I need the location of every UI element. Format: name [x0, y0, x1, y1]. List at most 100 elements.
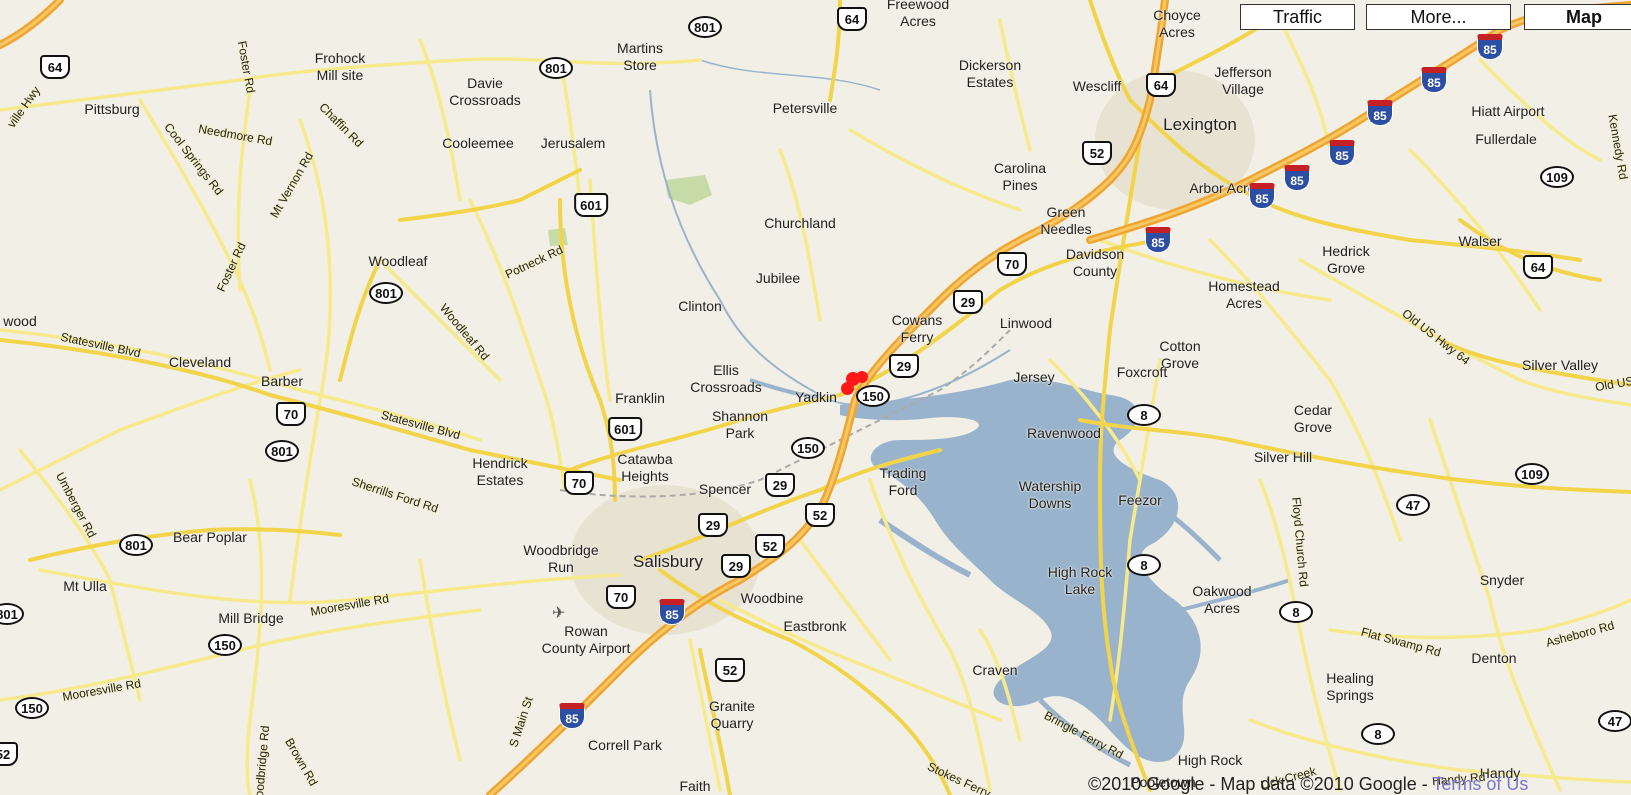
route-shield-109: 109 — [1515, 463, 1549, 485]
route-shield-us70: 70 — [997, 252, 1027, 276]
route-shield-us29: 29 — [721, 554, 751, 578]
route-shield-us64: 64 — [1523, 255, 1553, 279]
route-shield-47: 47 — [1396, 494, 1430, 516]
airport-icon: ✈ — [552, 605, 566, 622]
place-pooletown: Pooletown — [1130, 774, 1196, 790]
place-mill-bridge: Mill Bridge — [218, 610, 284, 626]
place-correll-park: Correll Park — [588, 737, 662, 753]
place-handy: Handy — [1479, 765, 1521, 781]
place-feezor: Feezor — [1118, 492, 1162, 508]
interstate-shield-85: 85 — [1145, 227, 1171, 253]
route-shield-150: 150 — [856, 385, 890, 407]
interstate-shield-85: 85 — [1329, 140, 1355, 166]
place-pittsburg: Pittsburg — [84, 101, 140, 117]
route-shield-601: 601 — [608, 417, 642, 441]
route-shield-us52: 52 — [805, 503, 835, 527]
place-jersey: Jersey — [1013, 369, 1055, 385]
interstate-shield-85: 85 — [1477, 34, 1503, 60]
place-mt-ulla: Mt Ulla — [63, 578, 107, 594]
place-faith: Faith — [679, 778, 711, 794]
interstate-shield-85: 85 — [1367, 100, 1393, 126]
route-shield-150: 150 — [15, 697, 49, 719]
place-silver-hill: Silver Hill — [1253, 449, 1313, 465]
interstate-shield-85: 85 — [559, 703, 585, 729]
route-shield-801: 801 — [265, 440, 299, 462]
place-woodleaf: Woodleaf — [368, 253, 428, 269]
route-shield-47: 47 — [1598, 710, 1631, 732]
route-shield-801: 801 — [0, 603, 24, 625]
place-lexington: Lexington — [1163, 115, 1237, 134]
place-denton: Denton — [1471, 650, 1517, 666]
place-arbor-acres: Arbor Acres — [1189, 180, 1263, 196]
route-shield-us52: 52 — [755, 534, 785, 558]
route-shield-109: 109 — [1540, 166, 1574, 188]
place-wescliff: Wescliff — [1072, 78, 1122, 94]
route-shield-us29: 29 — [889, 354, 919, 378]
interstate-shield-85: 85 — [1421, 67, 1447, 93]
route-shield-us52: 52 — [0, 742, 18, 766]
map-type-button[interactable]: Map — [1524, 4, 1631, 30]
route-shield-us29: 29 — [698, 513, 728, 537]
place-jubilee: Jubilee — [755, 270, 801, 286]
route-shield-801: 801 — [119, 534, 153, 556]
interstate-shield-85: 85 — [1249, 183, 1275, 209]
terms-link[interactable]: Terms of Us — [1432, 774, 1529, 794]
place-ravenwood: Ravenwood — [1027, 425, 1101, 441]
place-cooleemee: Cooleemee — [442, 135, 514, 151]
route-shield-801: 801 — [369, 282, 403, 304]
place-fullerdale: Fullerdale — [1475, 131, 1537, 147]
place-linwood: Linwood — [999, 315, 1053, 331]
location-marker[interactable] — [841, 382, 854, 395]
place-foxcroft: Foxcroft — [1116, 364, 1168, 380]
interstate-shield-85: 85 — [1284, 165, 1310, 191]
route-shield-150: 150 — [208, 634, 242, 656]
route-shield-us29: 29 — [765, 473, 795, 497]
route-shield-8: 8 — [1127, 404, 1161, 426]
route-shield-us70: 70 — [564, 471, 594, 495]
route-shield-601: 601 — [574, 193, 608, 217]
place-high-rock: High Rock — [1177, 752, 1243, 768]
copyright-text: ©2010 Google - Map data ©2010 Google - — [1088, 774, 1433, 794]
route-shield-801: 801 — [688, 16, 722, 38]
traffic-button[interactable]: Traffic — [1240, 4, 1355, 30]
location-marker[interactable] — [856, 371, 868, 383]
more-button[interactable]: More... — [1366, 4, 1511, 30]
place-salisbury: Salisbury — [633, 552, 703, 571]
route-shield-801: 801 — [539, 57, 573, 79]
place-bear-poplar: Bear Poplar — [173, 529, 247, 545]
route-shield-us70: 70 — [606, 585, 636, 609]
interstate-shield-85: 85 — [659, 599, 685, 625]
place-clinton: Clinton — [678, 298, 722, 314]
place-eastbronk: Eastbronk — [783, 618, 847, 634]
place-woodbine: Woodbine — [740, 590, 804, 606]
place-barber: Barber — [260, 373, 304, 389]
route-shield-us64: 64 — [837, 7, 867, 31]
place-franklin: Franklin — [615, 390, 665, 406]
route-shield-us52: 52 — [715, 658, 745, 682]
route-shield-us52: 52 — [1082, 141, 1112, 165]
place-spencer: Spencer — [698, 481, 752, 497]
route-shield-8: 8 — [1279, 601, 1313, 623]
